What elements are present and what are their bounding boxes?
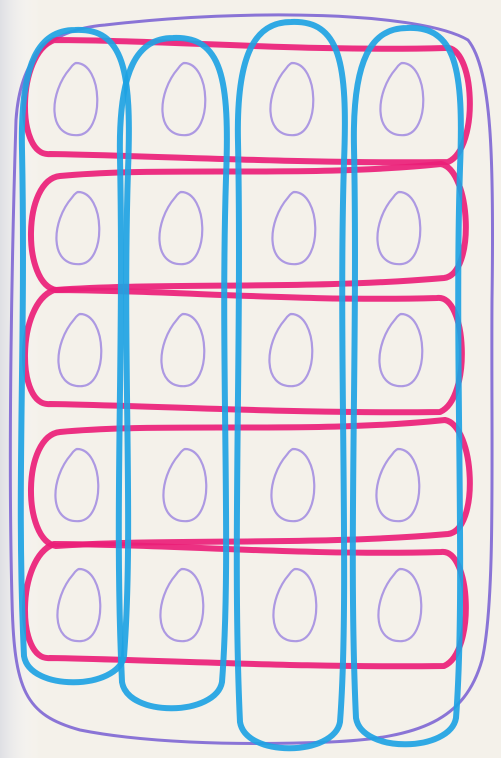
drawing-canvas: [0, 0, 501, 758]
egg-array-drawing: [0, 0, 501, 758]
paper-shadow: [0, 0, 501, 758]
